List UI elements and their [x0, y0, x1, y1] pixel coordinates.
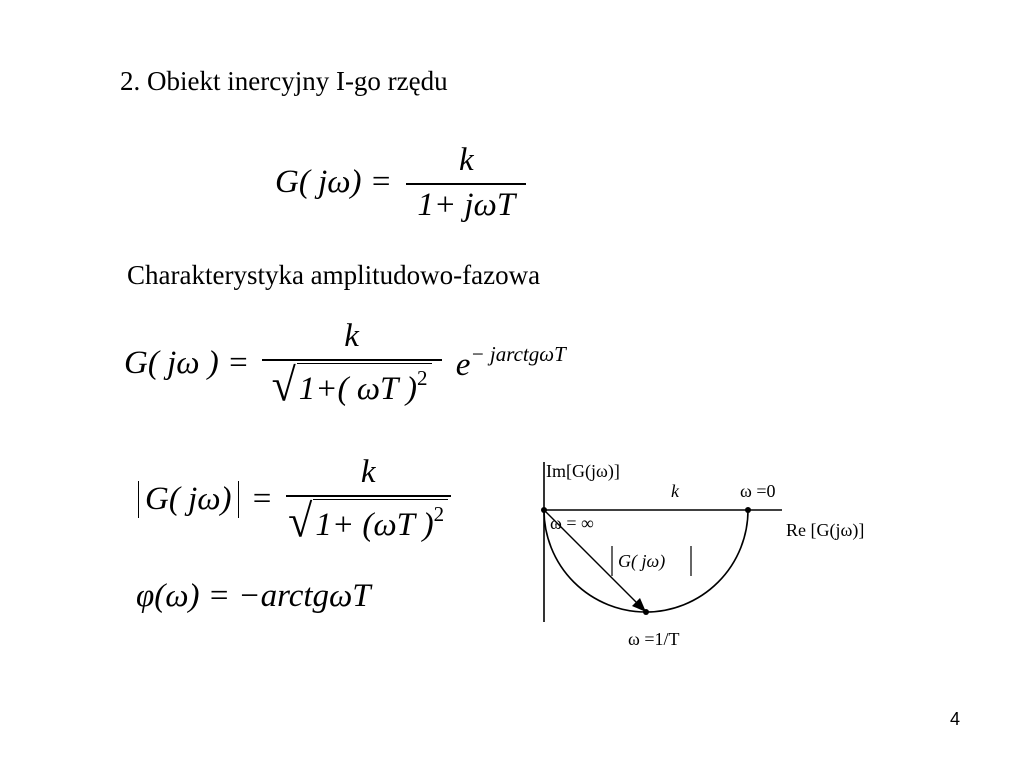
magnitude-equation: G( jω) = k √ 1+ (ωT )2	[138, 454, 451, 545]
k-label: k	[671, 481, 680, 501]
re-axis-label: Re [G(jω)]	[786, 520, 864, 541]
eq3-abs-lhs: G( jω)	[138, 480, 239, 518]
eq3-equals: =	[252, 480, 272, 517]
eq2-lhs: G( jω ) =	[124, 344, 250, 381]
eq3-denominator: √ 1+ (ωT )2	[288, 497, 449, 545]
vector-label: G( jω)	[618, 551, 665, 572]
phase-equation: φ(ω) = −arctgωT	[136, 578, 371, 614]
eq2-power: 2	[417, 365, 428, 390]
amplitude-phase-equation: G( jω ) = k √ 1+( ωT )2 e− jarctgωT	[124, 318, 566, 409]
slide-heading: 2. Obiekt inercyjny I-go rzędu	[120, 66, 448, 96]
vector-arrowhead	[632, 598, 646, 612]
omega-zero-point	[745, 507, 751, 513]
page-number: 4	[950, 709, 961, 729]
eq2-fraction: k √ 1+( ωT )2	[261, 318, 442, 409]
eq3-radicand: 1+ (ωT )	[315, 506, 434, 543]
eq3-sqrt: √ 1+ (ωT )2	[288, 498, 449, 544]
eq2-numerator: k	[344, 318, 359, 354]
omega-1T-point	[643, 609, 649, 615]
eq2-denominator: √ 1+( ωT )2	[272, 361, 432, 409]
eq1-lhs: G( jω) =	[275, 164, 393, 201]
eq1-denominator: 1+ jωT	[417, 186, 516, 223]
eq1-numerator: k	[458, 142, 474, 178]
eq2-exponential: e− jarctgωT	[456, 342, 566, 384]
omega-1T-label: ω =1/T	[628, 629, 680, 649]
eq2-radicand: 1+( ωT )	[298, 370, 418, 407]
omega-zero-label: ω =0	[740, 481, 776, 501]
eq2-sqrt: √ 1+( ωT )2	[272, 362, 432, 408]
im-axis-label: Im[G(jω)]	[546, 461, 620, 482]
eq3-fraction: k √ 1+ (ωT )2	[285, 454, 451, 545]
vector-line	[543, 509, 647, 613]
eq1-fraction: k 1+ jωT	[406, 142, 527, 224]
eq2-exponent: − jarctgωT	[470, 342, 566, 367]
omega-inf-point	[541, 507, 547, 513]
transfer-function-equation: G( jω) = k 1+ jωT	[275, 142, 527, 224]
eq3-numerator: k	[360, 454, 376, 490]
eq3-power: 2	[433, 501, 445, 526]
slide-subheading: Charakterystyka amplitudowo-fazowa	[127, 260, 541, 290]
omega-inf-label: ω = ∞	[550, 513, 594, 533]
eq2-exp-base: e	[455, 347, 471, 384]
